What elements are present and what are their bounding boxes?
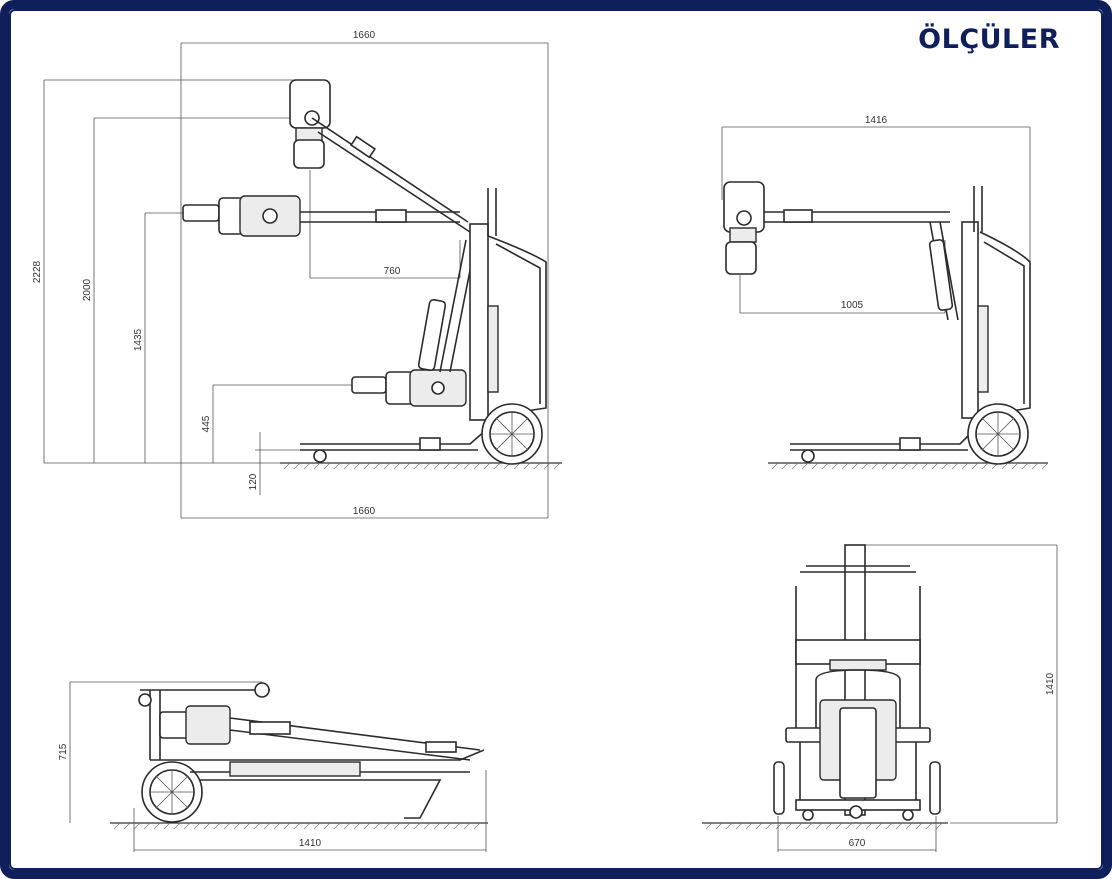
ground-hatch-1 (283, 462, 561, 470)
dim-top-width: 1660 (353, 30, 376, 41)
xray-head-raised (289, 79, 331, 169)
xray-head-extended (723, 181, 765, 275)
dim-120: 120 (248, 473, 259, 490)
dim-1435: 1435 (133, 328, 144, 351)
front-machine (773, 544, 941, 821)
dim-670: 670 (849, 838, 866, 849)
view-folded: 715 1410 (58, 681, 488, 852)
view-side-extended: 1416 1005 (721, 115, 1049, 470)
dim-715: 715 (58, 743, 69, 760)
dim-1410-front: 1410 (1045, 672, 1056, 695)
page-title: ÖLÇÜLER (918, 24, 1060, 55)
view-side-raised: 1660 1660 2228 2000 1435 445 120 760 (32, 30, 562, 519)
dim-760: 760 (384, 266, 401, 277)
inner-frame (9, 9, 1103, 870)
xray-head-low (351, 369, 467, 407)
dim-1005: 1005 (841, 300, 864, 311)
dim-2228: 2228 (32, 260, 43, 283)
dim-bottom-width: 1660 (353, 506, 376, 517)
dim-445: 445 (201, 415, 212, 432)
dim-1410-folded: 1410 (299, 838, 322, 849)
view-front: 1410 670 (702, 544, 1058, 852)
xray-head-mid (182, 195, 301, 237)
dim-1416: 1416 (865, 115, 888, 126)
folded-machine (138, 682, 485, 823)
dim-2000: 2000 (82, 278, 93, 301)
